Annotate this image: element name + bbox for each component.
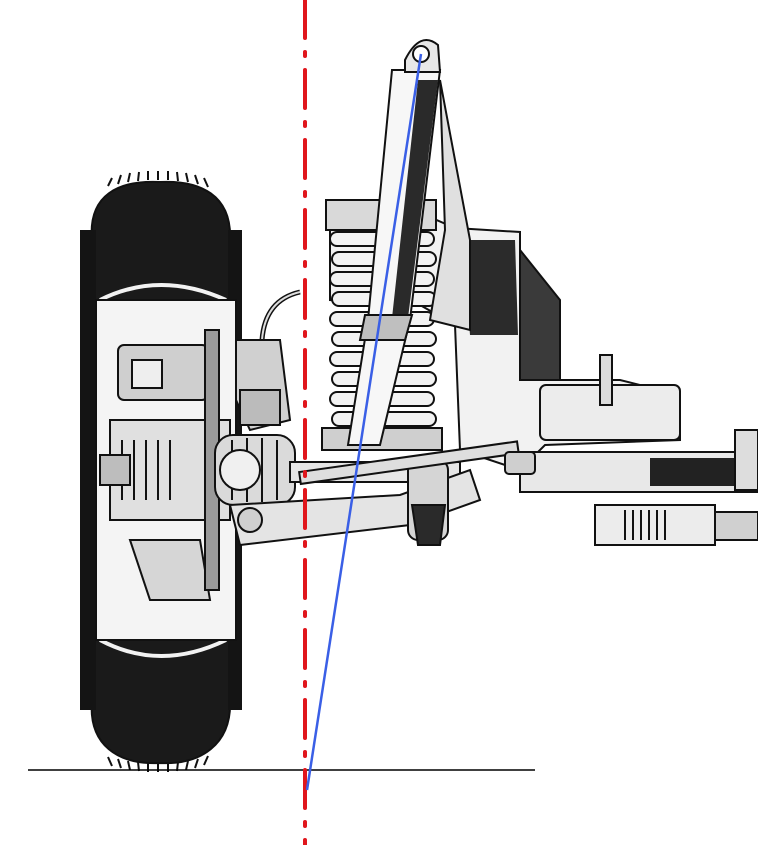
strut-damper xyxy=(346,69,471,446)
knuckle-lower xyxy=(128,539,212,601)
tire-lower-section xyxy=(90,639,232,765)
rack-valve-spring xyxy=(624,510,666,540)
hub-ribs xyxy=(121,440,171,500)
steering-axis-line xyxy=(305,53,423,791)
wheel-bearing xyxy=(99,454,131,486)
cv-joint xyxy=(219,449,261,491)
ball-joint xyxy=(237,507,263,533)
brake-hose-highlight xyxy=(261,291,301,341)
tie-rod-end xyxy=(504,451,536,475)
tie-rod-shaft xyxy=(298,440,520,486)
tire xyxy=(80,171,242,772)
steering-rack xyxy=(519,429,758,546)
upper-mount xyxy=(404,39,442,73)
knuckle-clamp xyxy=(239,389,281,426)
tire-tread-bottom xyxy=(107,755,209,772)
subframe-post xyxy=(599,354,613,406)
lower-control-arm xyxy=(228,459,482,547)
tire-upper-section xyxy=(90,180,232,301)
rack-fitting xyxy=(714,511,758,541)
tire-inner-wall-left xyxy=(80,230,96,710)
subframe-shadow xyxy=(462,240,518,335)
rack-boot-right xyxy=(734,429,758,491)
strut-shadow xyxy=(392,80,438,318)
caliper-piston xyxy=(131,359,163,389)
tire-bead-top xyxy=(99,283,227,302)
tire-bead-bottom xyxy=(99,638,227,658)
subframe-gusset xyxy=(519,247,561,381)
strut-collar xyxy=(358,314,414,341)
strut-side-fin xyxy=(428,79,471,332)
tire-tread-top xyxy=(107,171,209,188)
tie-rod xyxy=(298,440,536,486)
rack-valve xyxy=(594,504,716,546)
lower-arm-bracket xyxy=(410,504,447,546)
